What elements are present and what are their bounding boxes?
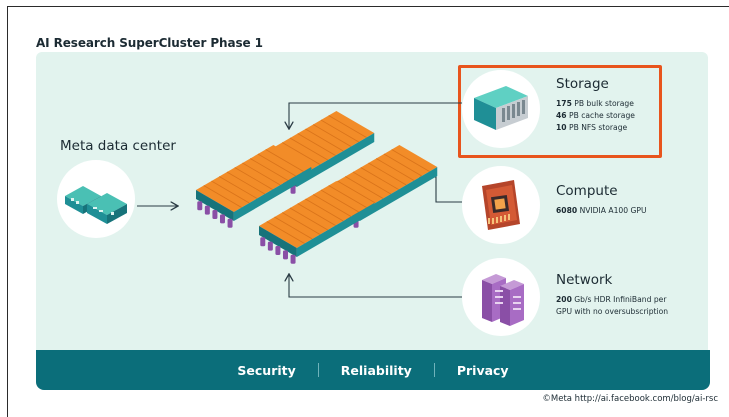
rack-block-bottom-rack-seam [328, 185, 367, 208]
rack-block-bottom-rack-seam [320, 189, 359, 213]
rack-block-bottom-cable [260, 237, 266, 247]
source-circle [57, 160, 135, 238]
rack-block-left-cable [212, 210, 218, 219]
rack-block-left-rack-seam [249, 158, 289, 181]
data-center-servers-icon [65, 186, 127, 224]
rack-block-left-rack-seam [203, 185, 242, 208]
principle-security: Security [237, 362, 296, 378]
rack-block-top-rack-seam [289, 137, 329, 161]
rack-block-left-rack-seam [226, 171, 266, 195]
compute-spec-gpu: 6080 NVIDIA A100 GPU [556, 206, 647, 215]
rack-block-left-side [196, 190, 234, 221]
rack-block-left-rack-seam [265, 149, 304, 172]
rack-block-top-rack-seam [282, 142, 321, 165]
rack-block-bottom-rack-seam [289, 207, 329, 231]
principle-privacy: Privacy [456, 362, 509, 378]
supercluster-graphic [196, 111, 438, 264]
rack-block-bottom-cable [275, 246, 281, 255]
band-divider [317, 363, 319, 377]
rack-block-bottom-cable [290, 254, 296, 264]
network-circle [462, 258, 540, 336]
rack-block-top-rack-seam [320, 119, 359, 143]
rack-block-bottom-rack-seam [297, 203, 336, 226]
rack-block-left-cable [227, 218, 233, 228]
rack-block-right-rack-seam [375, 158, 415, 181]
gpu-board-icon [482, 180, 520, 230]
rack-block-bottom-rack-seam [282, 212, 321, 235]
storage-array-icon [474, 86, 528, 130]
band-divider [433, 363, 435, 377]
rack-block-right-rack-seam [391, 149, 430, 172]
rack-block-bottom-rack-seam [312, 194, 352, 217]
compute-circle [462, 166, 540, 244]
rack-block-right-rack-seam [360, 167, 399, 190]
rack-block-right-rack-seam [368, 162, 407, 186]
network-to-cluster-connector [289, 275, 462, 298]
rack-block-right-rack-seam [352, 171, 392, 195]
rack-block-top-rack-seam [328, 115, 367, 138]
rack-block-top-front [296, 133, 375, 187]
rack-block-left-rack-seam [211, 180, 250, 204]
image-credit: ©Meta http://ai.facebook.com/blog/ai-rsc [542, 394, 718, 404]
rack-block-right-rack-seam [337, 180, 376, 204]
source-label: Meta data center [60, 138, 176, 154]
rack-block-bottom-front [296, 203, 375, 257]
rack-block-top-rack-seam [312, 124, 352, 147]
rack-block-left-rack-seam [242, 162, 281, 186]
network-spec-oversubscription: GPU with no oversubscription [556, 307, 669, 316]
rack-block-top-rack-seam [297, 133, 336, 156]
network-switch-icon [482, 274, 524, 326]
rack-block-right-rack-seam [345, 176, 384, 199]
storage-highlight-box [458, 65, 662, 158]
rack-block-left-rack-seam [219, 176, 258, 199]
rack-block-bottom-cable [282, 250, 288, 260]
rack-block-right-rack-seam [383, 153, 422, 177]
principles-band: Security Reliability Privacy [36, 350, 710, 390]
storage-title: Storage [556, 76, 609, 92]
rack-block-left-cable [204, 205, 210, 215]
storage-to-cluster-connector [289, 102, 462, 128]
network-spec-bandwidth: 200 Gb/s HDR InfiniBand per [556, 295, 667, 304]
rack-block-left-rack-seam [234, 167, 273, 190]
rack-block-left-rack-seam [257, 153, 296, 177]
network-title: Network [556, 272, 613, 288]
storage-circle [462, 70, 540, 148]
rack-block-bottom-rack-seam [305, 198, 344, 222]
compute-title: Compute [556, 183, 618, 199]
rack-block-top-rack-seam [305, 128, 344, 152]
rack-block-bottom-rack-seam [274, 216, 313, 240]
rack-block-bottom-cable [267, 241, 273, 251]
rack-block-bottom-side [259, 226, 297, 257]
diagram-title: AI Research SuperCluster Phase 1 [36, 36, 263, 50]
storage-spec-cache: 46 PB cache storage [556, 111, 635, 120]
principle-reliability: Reliability [340, 362, 412, 378]
rack-block-left-cable [219, 214, 225, 224]
storage-spec-nfs: 10 PB NFS storage [556, 123, 628, 132]
rack-block-left-cable [197, 201, 203, 211]
rack-block-left-front [233, 167, 312, 221]
rack-block-bottom-rack-seam [266, 221, 305, 244]
storage-spec-bulk: 175 PB bulk storage [556, 99, 634, 108]
rack-block-right-front [359, 167, 438, 221]
